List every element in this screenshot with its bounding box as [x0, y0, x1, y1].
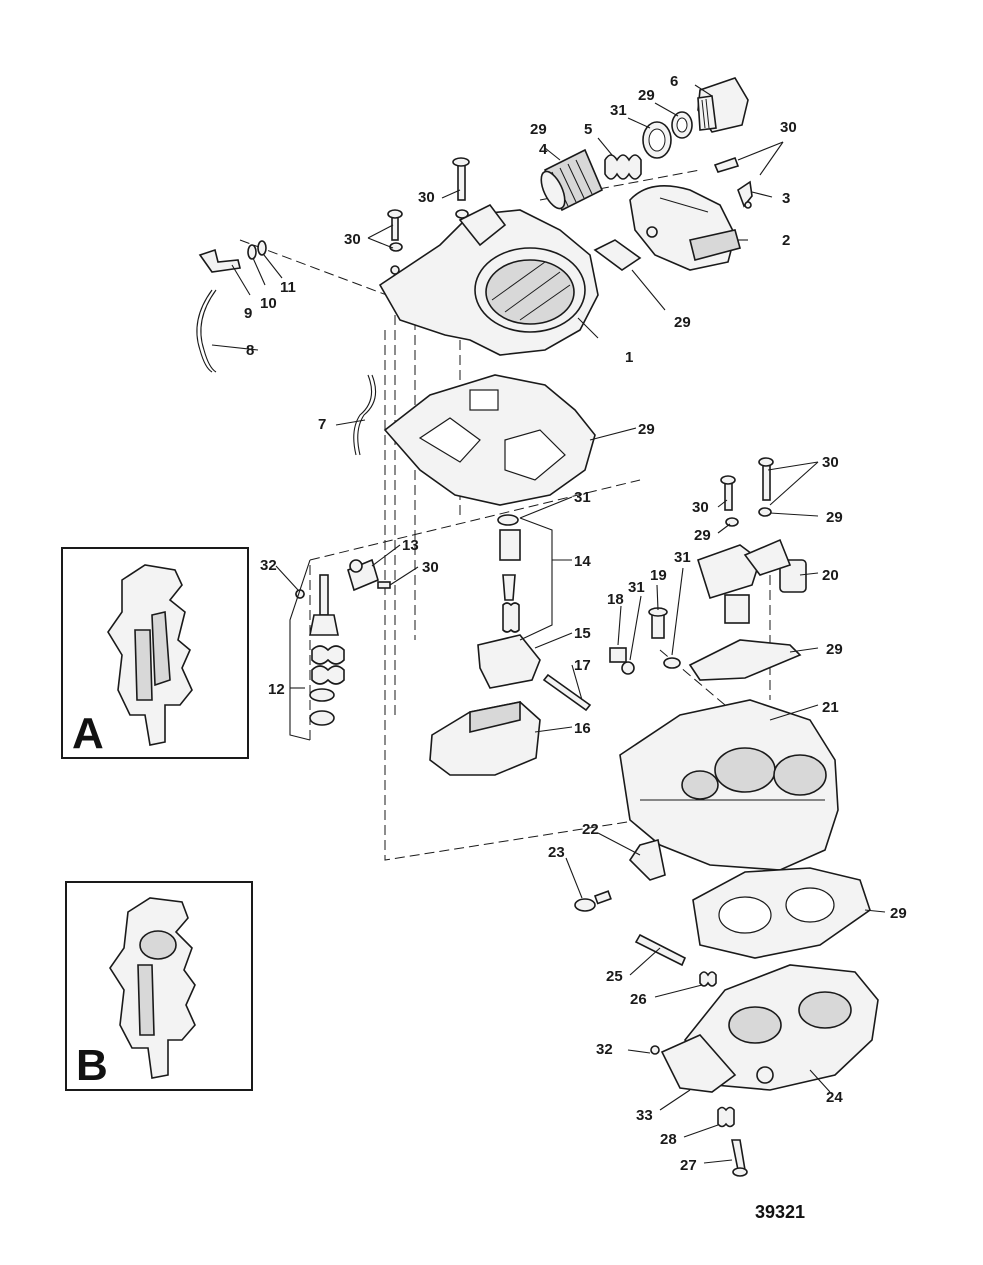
callout-13: 13 — [402, 537, 419, 554]
callout-30-f: 30 — [822, 454, 839, 471]
spring — [604, 154, 642, 180]
thumb-screw — [574, 890, 612, 912]
choke-lever-plate — [628, 838, 666, 881]
callout-29-e: 29 — [694, 527, 711, 544]
callout-30-c: 30 — [344, 231, 361, 248]
callout-4: 4 — [539, 141, 548, 158]
callout-29-d: 29 — [638, 421, 655, 438]
pump-link — [347, 558, 391, 592]
callout-29-h: 29 — [890, 905, 907, 922]
float-bowl — [619, 699, 839, 871]
callout-19: 19 — [650, 567, 667, 584]
needle-seat — [497, 514, 521, 633]
callout-32-b: 32 — [596, 1041, 613, 1058]
callout-labels: 1 2 3 4 5 6 7 8 9 10 11 12 13 14 15 16 1… — [244, 73, 907, 1174]
callout-29-a: 29 — [530, 121, 547, 138]
callout-2: 2 — [782, 232, 790, 249]
callout-14: 14 — [574, 553, 591, 570]
callout-9: 9 — [244, 305, 252, 322]
callout-31-b: 31 — [574, 489, 591, 506]
choke-lever — [713, 156, 753, 209]
callout-30-b: 30 — [418, 189, 435, 206]
callout-6: 6 — [670, 73, 678, 90]
callout-27: 27 — [680, 1157, 697, 1174]
callout-31-c: 31 — [628, 579, 645, 596]
callout-26: 26 — [630, 991, 647, 1008]
callout-3: 3 — [782, 190, 790, 207]
callout-1: 1 — [625, 349, 633, 366]
callout-20: 20 — [822, 567, 839, 584]
callout-33: 33 — [636, 1107, 653, 1124]
callout-7: 7 — [318, 416, 326, 433]
callout-29-g: 29 — [826, 641, 843, 658]
idle-mixture-screw — [634, 933, 717, 987]
inset-a-label: A — [72, 709, 104, 758]
throttle-body-gasket — [692, 867, 871, 959]
fuel-filter — [540, 148, 604, 212]
callout-30-d: 30 — [422, 559, 439, 576]
callout-21: 21 — [822, 699, 839, 716]
callout-18: 18 — [607, 591, 624, 608]
main-gasket — [383, 374, 596, 506]
callout-29-f: 29 — [826, 509, 843, 526]
callout-10: 10 — [260, 295, 277, 312]
callout-23: 23 — [548, 844, 565, 861]
hinge-pin — [542, 673, 592, 712]
pump-plunger — [295, 574, 345, 726]
inset-b: B — [65, 881, 253, 1091]
pump-lever — [196, 240, 267, 373]
throttle-body — [660, 964, 879, 1093]
callout-24: 24 — [826, 1089, 843, 1106]
callout-31-d: 31 — [674, 549, 691, 566]
clip — [295, 589, 660, 1055]
air-horn — [378, 203, 599, 356]
callout-5: 5 — [584, 121, 592, 138]
callout-8: 8 — [246, 342, 254, 359]
vent-assembly — [697, 457, 807, 624]
link-rod — [353, 374, 377, 456]
callout-16: 16 — [574, 720, 591, 737]
choke-gasket — [593, 239, 642, 271]
inset-b-label: B — [76, 1041, 108, 1090]
vent-gasket — [688, 639, 802, 681]
plug-and-seals — [609, 607, 681, 675]
callout-30-a: 30 — [780, 119, 797, 136]
inset-a: A — [61, 547, 249, 759]
screw — [387, 157, 470, 252]
figure-number: 39321 — [755, 1202, 805, 1222]
float — [429, 701, 541, 776]
idle-speed-screw — [717, 1106, 748, 1177]
callout-15: 15 — [574, 625, 591, 642]
callout-32-a: 32 — [260, 557, 277, 574]
gasket-ring — [642, 111, 693, 159]
callout-29-b: 29 — [638, 87, 655, 104]
leader-lines — [211, 84, 886, 1164]
callout-31-a: 31 — [610, 102, 627, 119]
fuel-inlet-nut — [697, 77, 749, 133]
callout-30-e: 30 — [692, 499, 709, 516]
float-bracket — [477, 634, 541, 689]
callout-25: 25 — [606, 968, 623, 985]
callout-28: 28 — [660, 1131, 677, 1148]
callout-22: 22 — [582, 821, 599, 838]
callout-12: 12 — [268, 681, 285, 698]
callout-29-c: 29 — [674, 314, 691, 331]
callout-17: 17 — [574, 657, 591, 674]
choke-housing — [629, 184, 741, 271]
callout-11: 11 — [280, 279, 296, 296]
